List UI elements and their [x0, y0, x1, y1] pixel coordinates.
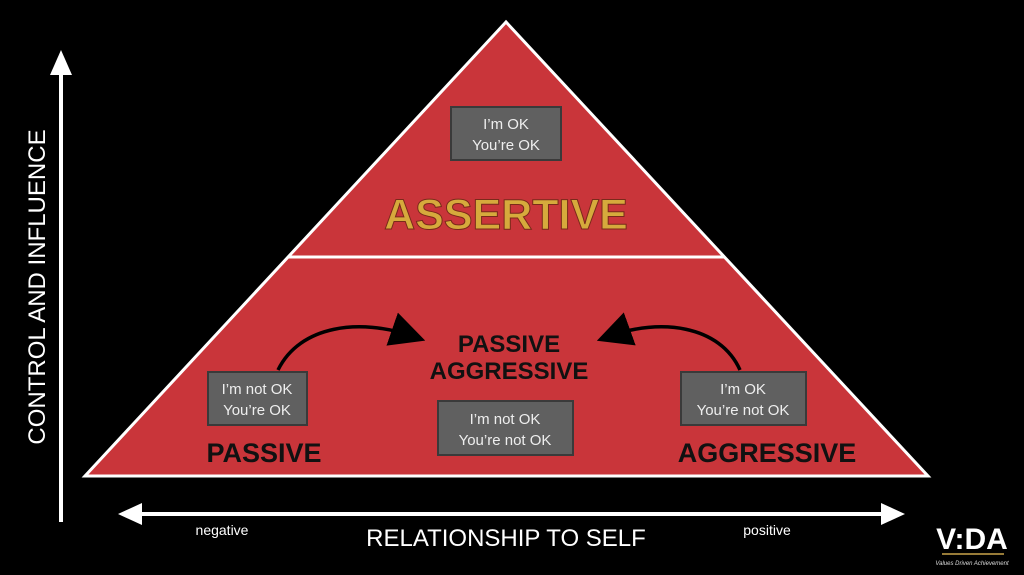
aggressive-to-pa-arrow [596, 312, 742, 371]
passive-line2: You’re OK [223, 402, 291, 419]
passive-aggressive-line2: You’re not OK [459, 432, 552, 449]
passive-line1: I’m not OK [222, 381, 293, 398]
x-axis-negative: negative [196, 522, 249, 538]
vida-logo: V:DA Values Driven Achievement [935, 523, 1009, 567]
passive-label: PASSIVE [206, 438, 321, 468]
x-axis-positive: positive [743, 522, 791, 538]
passive-aggressive-box: I’m not OK You’re not OK [437, 400, 574, 456]
passive-box: I’m not OK You’re OK [207, 371, 308, 426]
aggressive-line2: You’re not OK [697, 402, 790, 419]
x-axis-right-arrowhead [881, 503, 905, 525]
assertive-box: I’m OK You’re OK [450, 106, 562, 161]
y-axis-arrowhead [50, 50, 72, 75]
passive-to-pa-arrow [276, 312, 426, 371]
logo-name: V:DA [936, 523, 1008, 556]
aggressive-box: I’m OK You’re not OK [680, 371, 807, 426]
x-axis-label: RELATIONSHIP TO SELF [366, 525, 646, 552]
assertive-label: ASSERTIVE [384, 191, 628, 239]
y-axis-label: CONTROL AND INFLUENCE [24, 129, 51, 444]
aggressive-line1: I’m OK [720, 381, 766, 398]
x-axis-left-arrowhead [118, 503, 142, 525]
passive-aggressive-line1: I’m not OK [470, 411, 541, 428]
logo-tagline: Values Driven Achievement [935, 561, 1009, 567]
pyramid [81, 19, 932, 478]
assertive-line2: You’re OK [472, 137, 540, 154]
assertive-line1: I’m OK [483, 116, 529, 133]
passive-aggressive-label-1: PASSIVE [458, 331, 560, 358]
passive-aggressive-label-2: AGGRESSIVE [430, 358, 589, 385]
aggressive-label: AGGRESSIVE [678, 438, 857, 468]
